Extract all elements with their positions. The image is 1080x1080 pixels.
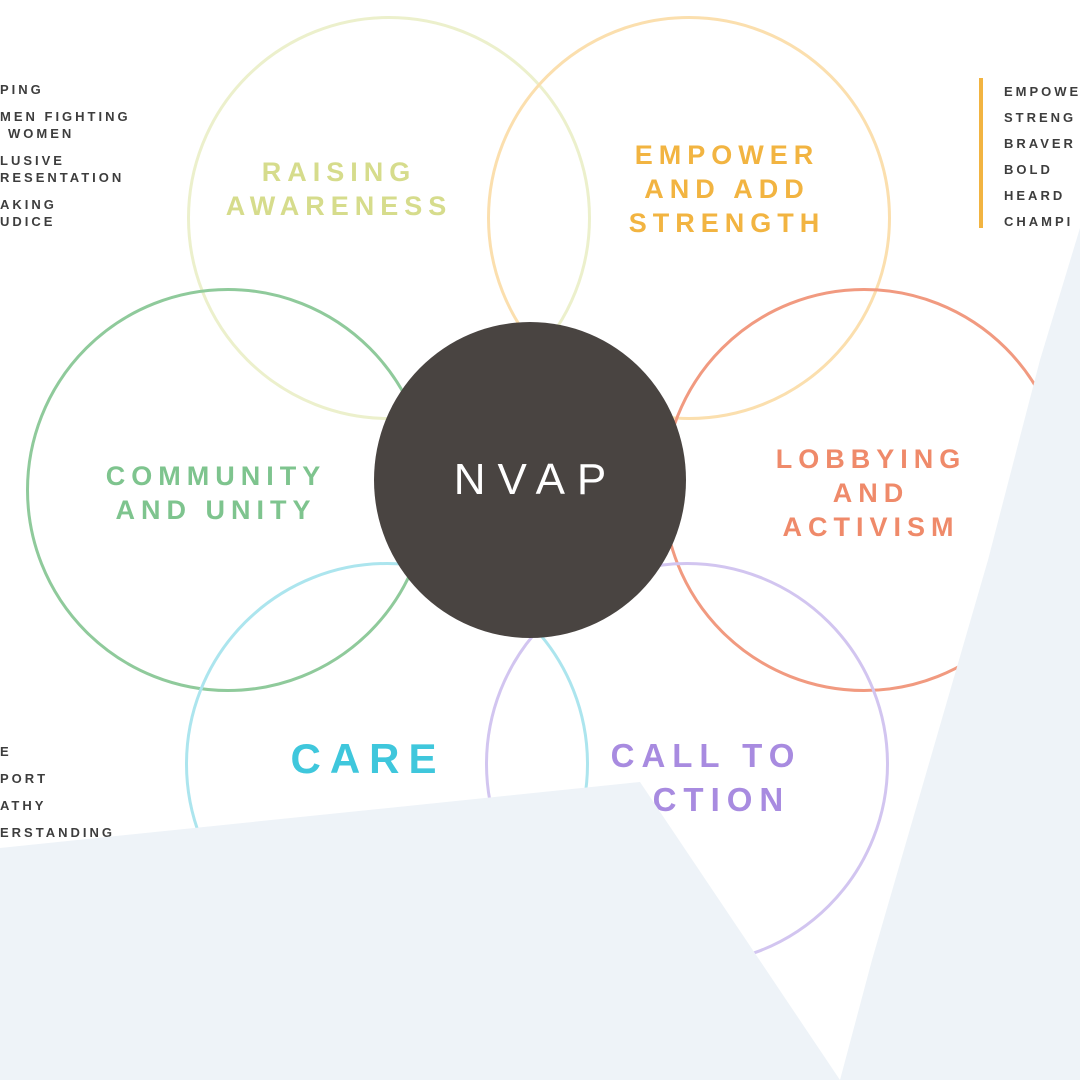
list-item: WOMEN [8, 126, 75, 141]
petal-label-call-to-action: CALL TO ACTION [610, 737, 802, 818]
center-hub: NVAP [374, 322, 686, 638]
list-item: PORT [0, 771, 49, 786]
list-item: E [0, 744, 12, 759]
petal-label-care: CARE [290, 735, 446, 782]
list-item: PING [0, 82, 44, 97]
list-item: RESENTATION [0, 170, 125, 185]
list-item: BOLD [1004, 162, 1053, 177]
center-label: NVAP [453, 455, 619, 504]
list-item: ATHY [0, 798, 47, 813]
petal-label-community: COMMUNITY AND UNITY [105, 461, 327, 525]
list-item: AKING [0, 197, 57, 212]
list-item: MEN FIGHTING [0, 109, 131, 124]
list-item: CHAMPI [1004, 214, 1074, 229]
edge-mark [1076, 842, 1079, 852]
petal-label-raising-awareness: RAISING AWARENESS [225, 157, 453, 221]
list-top-left: PING MEN FIGHTING WOMEN LUSIVE RESENTATI… [0, 81, 131, 230]
list-item: UDICE [0, 214, 56, 229]
list-item: BRAVER [1004, 136, 1076, 151]
list-item: HEARD [1004, 188, 1066, 203]
petal-label-empower: EMPOWER AND ADD STRENGTH [628, 140, 826, 238]
list-item: ERSTANDING [0, 825, 115, 840]
list-bottom-left: E PORT ATHY ERSTANDING [0, 738, 115, 846]
list-item: STRENG [1004, 110, 1077, 125]
edge-mark [1076, 732, 1079, 744]
list-item: EMPOWE [1004, 84, 1080, 99]
accent-bar [979, 78, 983, 228]
petal-label-lobbying: LOBBYING AND ACTIVISM [775, 444, 967, 542]
list-item: LUSIVE [0, 153, 65, 168]
list-top-right: EMPOWE STRENG BRAVER BOLD HEARD CHAMPI [1004, 79, 1080, 235]
